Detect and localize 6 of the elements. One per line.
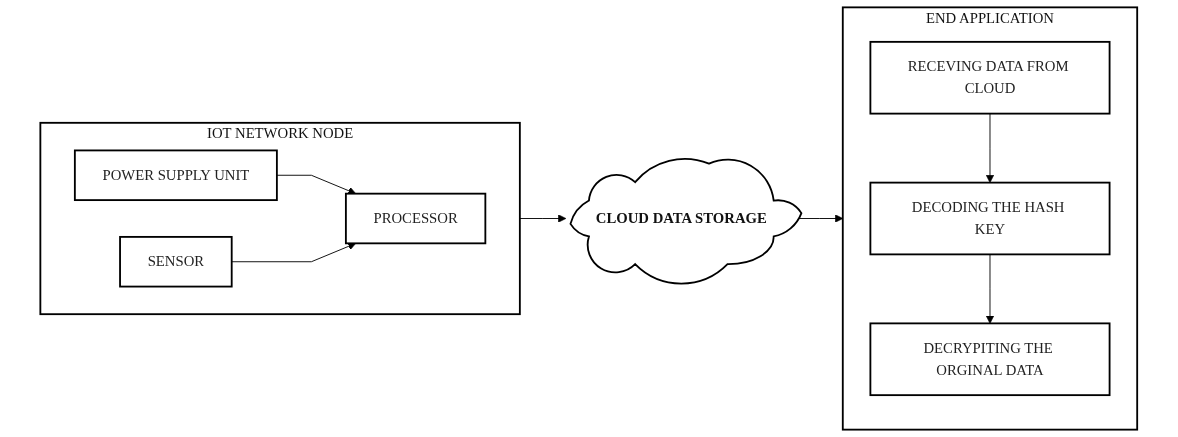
node-box: DECODING THE HASH KEY — [869, 181, 1111, 256]
node-box: RECEVING DATA FROM CLOUD — [869, 40, 1111, 115]
node-box: PROCESSOR — [345, 192, 487, 245]
node-box: DECRYPITING THE ORGINAL DATA — [869, 322, 1111, 397]
node-box: SENSOR — [119, 236, 233, 288]
node-box: POWER SUPPLY UNIT — [74, 149, 279, 201]
